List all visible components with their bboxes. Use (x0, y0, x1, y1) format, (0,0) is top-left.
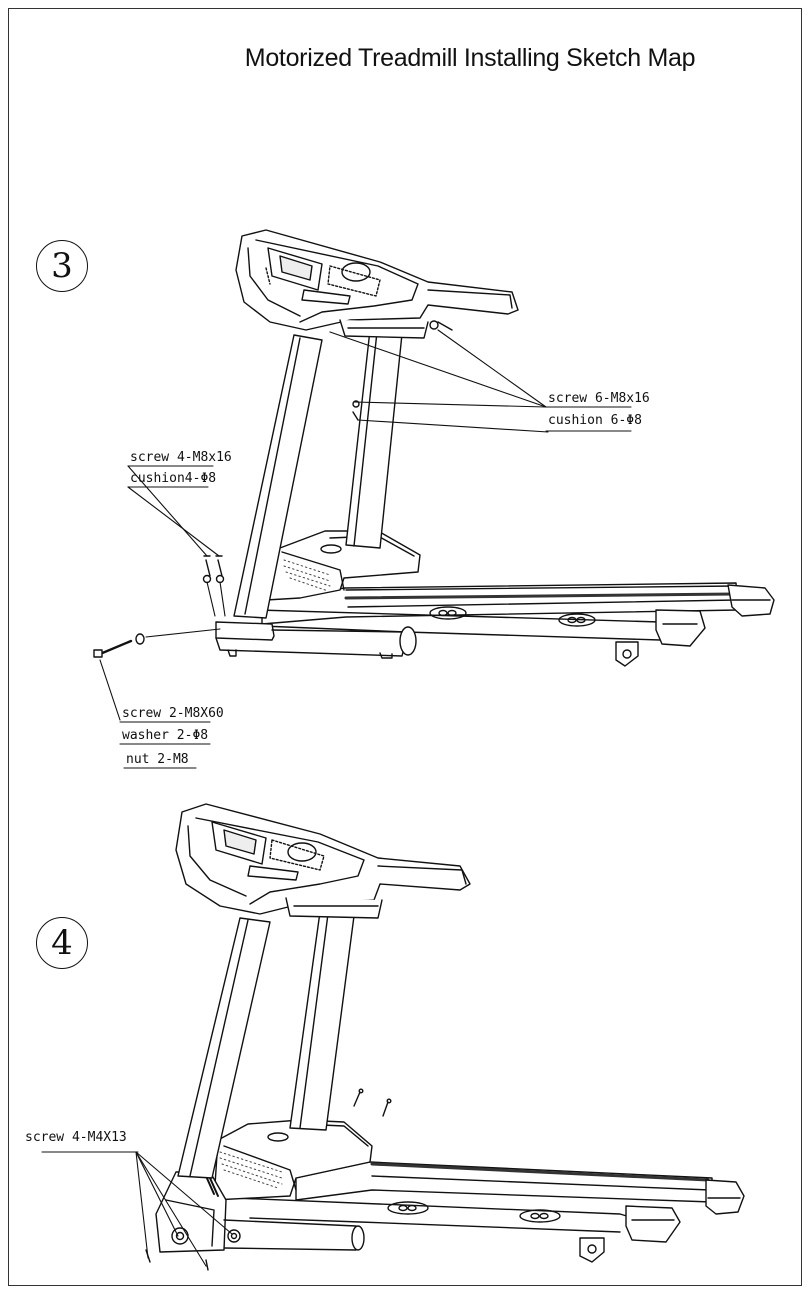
console-step-4 (176, 804, 470, 918)
label-cushion-4-phi8: cushion4-Φ8 (130, 471, 217, 486)
uprights-step-3 (234, 330, 402, 618)
step-number-4: 4 (36, 917, 88, 969)
uprights-step-4 (178, 912, 354, 1178)
base-cover-step-4 (156, 1172, 364, 1252)
label-screw-6-m8x16: screw 6-M8x16 (548, 391, 650, 406)
step-number-3: 3 (36, 240, 88, 292)
label-cushion-6-phi8: cushion 6-Φ8 (548, 413, 642, 428)
page-frame (8, 8, 802, 1286)
page-title: Motorized Treadmill Installing Sketch Ma… (244, 44, 696, 72)
label-screw-4-m8x16: screw 4-M8x16 (130, 450, 232, 465)
motor-hood-step-4 (214, 1120, 372, 1200)
label-screw-2-m8x60: screw 2-M8X60 (122, 706, 224, 721)
leader-lines-step-3 (100, 330, 631, 768)
label-nut-2-m8: nut 2-M8 (126, 752, 189, 767)
deck-step-4 (234, 1162, 744, 1262)
console-step-3 (236, 230, 518, 338)
label-washer-2-phi8: washer 2-Φ8 (122, 728, 209, 743)
base-frame-step-3 (216, 622, 416, 658)
label-screw-4-m4x13: screw 4-M4X13 (25, 1130, 127, 1145)
leader-lines-step-4 (42, 1152, 232, 1266)
